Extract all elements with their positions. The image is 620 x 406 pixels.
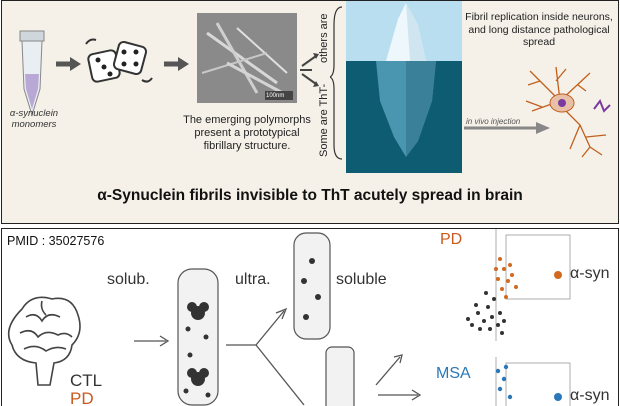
pellet-tube-icon bbox=[325, 346, 355, 406]
soluble-tube-icon bbox=[293, 232, 331, 340]
iceberg-illustration bbox=[346, 1, 462, 173]
arrows-icon bbox=[375, 354, 422, 401]
pd-label: PD bbox=[70, 389, 94, 406]
injection-label: in vivo injection bbox=[466, 117, 521, 126]
polymorph-caption: The emerging polymorphs present a protot… bbox=[183, 114, 311, 152]
neuron-illustration bbox=[525, 66, 611, 158]
ultra-label: ultra. bbox=[235, 271, 271, 288]
curly-brace-icon bbox=[330, 6, 343, 160]
scale-bar-label: 100nm bbox=[266, 93, 285, 99]
dice-icon bbox=[85, 38, 153, 83]
brain-icon bbox=[7, 296, 81, 386]
pd-plot-label: PD bbox=[440, 231, 463, 248]
arrow-icon bbox=[134, 335, 170, 347]
msa-volcano-plot bbox=[495, 357, 571, 406]
monomer-tube-icon bbox=[19, 30, 45, 117]
homogenate-tube-icon bbox=[177, 268, 219, 406]
solub-label: solub. bbox=[107, 271, 150, 288]
msa-legend-label: α-syn bbox=[570, 387, 610, 404]
injection-arrow-icon bbox=[464, 122, 550, 134]
pmid-label: PMID : 35027576 bbox=[7, 234, 105, 248]
msa-plot-label: MSA bbox=[436, 365, 471, 382]
graphical-abstract-top-panel: α-synuclein monomers 100nm The emerging … bbox=[1, 0, 619, 224]
arrow-icon bbox=[164, 57, 189, 71]
abstract-title: α-Synuclein fibrils invisible to ThT acu… bbox=[97, 187, 523, 204]
graphical-abstract-bottom-panel: PMID : 35027576 CTL PD solub. ultra. sol… bbox=[1, 228, 619, 406]
pd-legend-label: α-syn bbox=[570, 265, 610, 282]
soluble-label: soluble bbox=[336, 271, 387, 288]
replication-caption: Fibril replication inside neurons, and l… bbox=[465, 11, 613, 48]
branch-arrows-icon bbox=[226, 307, 305, 406]
monomer-label: α-synuclein monomers bbox=[9, 108, 59, 130]
pd-volcano-plot bbox=[466, 229, 571, 341]
ctl-label: CTL bbox=[70, 371, 103, 390]
branch-arrows-icon bbox=[300, 53, 319, 87]
arrow-icon bbox=[56, 57, 81, 71]
electron-micrograph-image bbox=[197, 13, 297, 103]
